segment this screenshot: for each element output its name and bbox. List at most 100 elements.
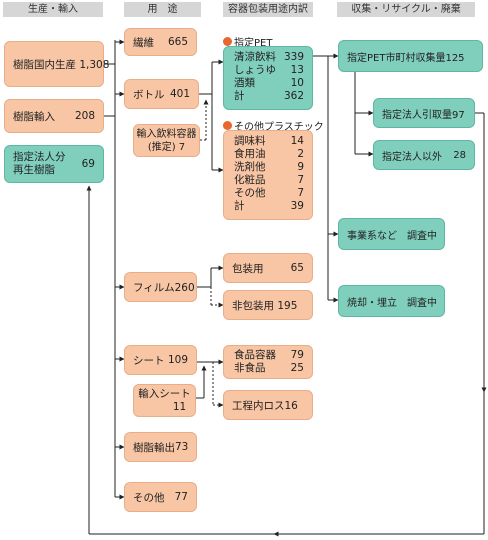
pet-section-title: 指定PET — [223, 34, 272, 49]
other-use-value: 77 — [174, 491, 188, 503]
import-sheet-line2: 11 — [172, 401, 187, 413]
pet-row: 酒類 10 — [234, 77, 304, 90]
other-plastic-row: 化粧品 7 — [234, 174, 304, 187]
packaging-film-box: 包装用 65 — [223, 253, 313, 283]
business-collection-box: 事業系など 調査中 — [338, 218, 445, 250]
resin-export-value: 73 — [175, 441, 189, 453]
other-plastic-row: 計 39 — [234, 200, 304, 213]
sheet-row-label: 食品容器 — [234, 349, 276, 361]
other-plastic-row-value: 39 — [290, 200, 304, 212]
header-collection: 収集・リサイクル・廃棄 — [337, 2, 475, 17]
sheet-row-label: 非食品 — [234, 362, 266, 374]
imported-beverage-line2: (推定) 7 — [147, 142, 186, 153]
header-container: 容器包装用途内訳 — [223, 2, 313, 17]
resin-import-box: 樹脂輸入 208 — [4, 99, 104, 133]
fiber-label: 繊維 — [133, 36, 154, 49]
resin-export-box: 樹脂輸出 73 — [124, 432, 197, 462]
other-plastic-row-label: 計 — [234, 200, 245, 212]
pet-breakdown-box: 清涼飲料 339 しょうゆ 13 酒類 10 計 362 — [223, 46, 313, 110]
non-designated-label: 指定法人以外 — [382, 151, 442, 163]
other-plastic-section-title: その他プラスチック — [223, 118, 324, 133]
pet-row-label: 清涼飲料 — [234, 51, 276, 63]
imported-beverage-line1: 輸入飲料容器 — [136, 129, 197, 140]
resin-import-value: 208 — [74, 110, 95, 122]
other-plastic-row: 調味料 14 — [234, 135, 304, 148]
other-plastic-row-label: 化粧品 — [234, 174, 266, 186]
other-plastic-breakdown-box: 調味料 14 食用油 2 洗剤他 9 化粧品 7 その他 7 計 39 — [223, 130, 313, 220]
pet-row-value: 339 — [283, 51, 304, 63]
non-designated-box: 指定法人以外 28 — [373, 140, 475, 170]
business-collection-label: 事業系など 調査中 — [347, 230, 437, 242]
sheet-breakdown-box: 食品容器 79 非食品 25 — [223, 345, 313, 379]
designated-corp-label: 指定法人引取量97 — [382, 109, 465, 121]
process-loss-box: 工程内ロス16 — [223, 390, 313, 420]
film-box: フィルム260 — [124, 272, 197, 302]
recycled-resin-box: 指定法人分 再生樹脂 69 — [4, 145, 104, 183]
pet-row-value: 362 — [283, 90, 304, 102]
other-plastic-row-value: 2 — [297, 148, 304, 160]
recycled-resin-line1: 指定法人分 — [13, 151, 66, 163]
bottle-box: ボトル 401 — [124, 79, 199, 109]
domestic-production-box: 樹脂国内生産 1,308 — [4, 41, 109, 87]
other-use-box: その他 77 — [124, 482, 197, 512]
other-plastic-row-label: 食用油 — [234, 148, 266, 160]
fiber-box: 繊維 665 — [124, 28, 197, 56]
other-plastic-row-label: 洗剤他 — [234, 161, 266, 173]
pet-row-value: 13 — [290, 64, 304, 76]
header-use: 用 途 — [124, 2, 201, 17]
other-plastic-row: その他 7 — [234, 187, 304, 200]
other-plastic-row-label: その他 — [234, 187, 266, 199]
process-loss-label: 工程内ロス16 — [232, 399, 298, 412]
sheet-value: 109 — [167, 354, 188, 366]
other-plastic-row: 食用油 2 — [234, 148, 304, 161]
import-sheet-line1: 輸入シート — [138, 388, 191, 400]
domestic-production-label: 樹脂国内生産 1,308 — [13, 58, 110, 71]
designated-corp-box: 指定法人引取量97 — [373, 98, 475, 128]
packaging-film-value: 65 — [290, 262, 304, 274]
incineration-label: 焼却・埋立 調査中 — [347, 297, 437, 309]
other-plastic-row-value: 14 — [290, 135, 304, 147]
sheet-label: シート — [133, 354, 165, 367]
bullet-dot-icon — [223, 37, 232, 46]
bottle-label: ボトル — [133, 88, 165, 101]
bullet-dot-icon — [223, 121, 232, 130]
other-plastic-row: 洗剤他 9 — [234, 161, 304, 174]
pet-row: 清涼飲料 339 — [234, 51, 304, 64]
other-plastic-row-value: 7 — [297, 187, 304, 199]
import-sheet-box: 輸入シート 11 — [133, 384, 196, 417]
sheet-row-value: 25 — [290, 362, 304, 374]
sheet-box: シート 109 — [124, 345, 197, 375]
bottle-value: 401 — [169, 88, 190, 100]
other-plastic-row-value: 9 — [297, 161, 304, 173]
non-packaging-film-box: 非包装用 195 — [223, 290, 313, 320]
pet-row-label: 計 — [234, 90, 245, 102]
recycled-resin-value: 69 — [81, 158, 95, 170]
header-production: 生産・輸入 — [3, 2, 103, 17]
non-packaging-film-label: 非包装用 195 — [232, 299, 298, 312]
sheet-row: 非食品 25 — [234, 362, 304, 375]
pet-row-value: 10 — [290, 77, 304, 89]
non-designated-value: 28 — [453, 149, 466, 161]
pet-title: 指定PET — [234, 38, 273, 49]
other-plastic-title: その他プラスチック — [234, 122, 324, 133]
pet-row-label: しょうゆ — [234, 64, 276, 76]
incineration-box: 焼却・埋立 調査中 — [338, 285, 445, 317]
municipal-collection-label: 指定PET市町村収集量125 — [347, 52, 465, 64]
sheet-row: 食品容器 79 — [234, 349, 304, 362]
packaging-film-label: 包装用 — [232, 262, 264, 275]
other-plastic-row-value: 7 — [297, 174, 304, 186]
pet-row: 計 362 — [234, 90, 304, 103]
fiber-value: 665 — [167, 36, 188, 48]
film-label: フィルム260 — [133, 281, 195, 294]
imported-beverage-box: 輸入飲料容器 (推定) 7 — [133, 124, 200, 157]
recycled-resin-line2: 再生樹脂 — [13, 164, 55, 176]
municipal-collection-box: 指定PET市町村収集量125 — [338, 40, 483, 72]
resin-export-label: 樹脂輸出 — [133, 441, 175, 454]
sheet-row-value: 79 — [290, 349, 304, 361]
other-use-label: その他 — [133, 491, 165, 504]
other-plastic-row-label: 調味料 — [234, 135, 266, 147]
pet-row: しょうゆ 13 — [234, 64, 304, 77]
resin-import-label: 樹脂輸入 — [13, 110, 55, 123]
pet-row-label: 酒類 — [234, 77, 255, 89]
